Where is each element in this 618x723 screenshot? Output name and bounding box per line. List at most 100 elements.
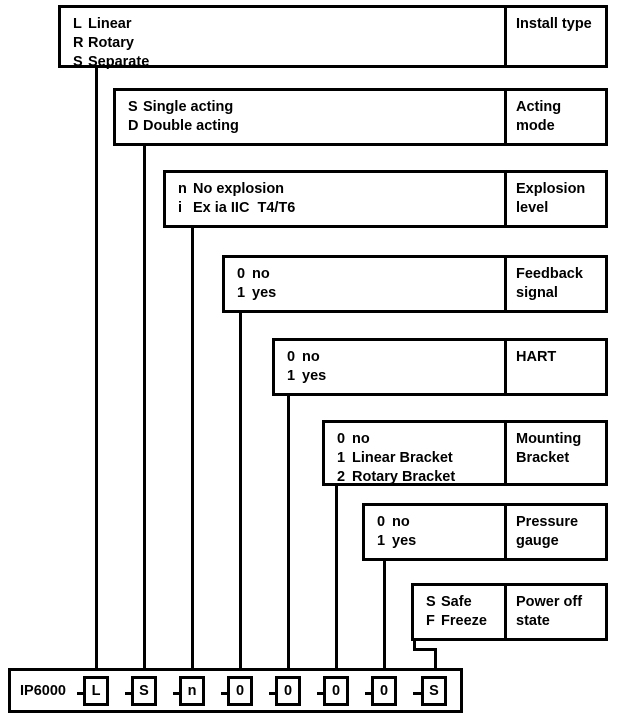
descriptor-install-type: Install type — [504, 8, 605, 65]
descriptor-line: Pressure — [516, 514, 579, 530]
descriptor-line: Bracket — [516, 450, 570, 466]
code-segment-explosion-level[interactable]: n — [179, 676, 205, 706]
code-separator — [125, 692, 136, 695]
descriptor-line: Mounting — [516, 431, 582, 447]
option-label: yes — [392, 533, 417, 549]
code-segment-hart[interactable]: 0 — [275, 676, 301, 706]
option-label: Double acting — [143, 118, 239, 134]
descriptor-line: gauge — [516, 533, 559, 549]
option-label: Separate — [88, 54, 150, 70]
descriptor-hart: HART — [504, 341, 605, 393]
option-item: 0 no — [377, 513, 504, 532]
option-row-power-off-state: S Safe F Freeze Power off state — [411, 583, 608, 641]
option-code: S — [73, 54, 83, 70]
descriptor-mounting-bracket: Mounting Bracket — [504, 423, 605, 483]
option-label: Single acting — [143, 99, 234, 115]
option-item: S Separate — [73, 53, 504, 72]
option-item: 1 yes — [377, 532, 504, 551]
option-label: no — [302, 349, 320, 365]
option-row-pressure-gauge: 0 no 1 yes Pressure gauge — [362, 503, 608, 561]
descriptor-line: mode — [516, 118, 555, 134]
option-item: S Safe — [426, 593, 504, 612]
descriptor-line: Explosion — [516, 181, 586, 197]
option-code: D — [128, 118, 139, 134]
option-list-feedback-signal: 0 no 1 yes — [225, 258, 504, 310]
option-item: 1 Linear Bracket — [337, 449, 504, 468]
option-label: no — [252, 266, 270, 282]
code-segment-mounting-bracket[interactable]: 0 — [323, 676, 349, 706]
option-code: 0 — [287, 349, 296, 365]
descriptor-feedback-signal: Feedback signal — [504, 258, 605, 310]
option-item: 1 yes — [237, 284, 504, 303]
option-code: 1 — [237, 285, 246, 301]
option-list-pressure-gauge: 0 no 1 yes — [365, 506, 504, 558]
option-item: 0 no — [237, 265, 504, 284]
code-separator — [317, 692, 328, 695]
option-code: 0 — [377, 514, 386, 530]
descriptor-line: Power off — [516, 594, 583, 610]
connector-line-pressure-gauge — [383, 558, 386, 671]
connector-line-feedback-signal — [239, 310, 242, 671]
option-label: Freeze — [441, 613, 487, 629]
connector-line-power-off-stub — [413, 638, 416, 651]
option-code: 1 — [287, 368, 296, 384]
connector-line-hart — [287, 393, 290, 671]
descriptor-line: Feedback — [516, 266, 583, 282]
option-code: 1 — [377, 533, 386, 549]
connector-line-power-off-state — [434, 648, 437, 671]
option-code: F — [426, 613, 435, 629]
code-prefix: IP6000 — [20, 683, 66, 699]
code-segment-power-off-state[interactable]: S — [421, 676, 447, 706]
option-code: n — [178, 181, 187, 197]
option-item: 0 no — [287, 348, 504, 367]
option-code: 1 — [337, 450, 346, 466]
code-segment-pressure-gauge[interactable]: 0 — [371, 676, 397, 706]
code-separator — [173, 692, 184, 695]
code-separator — [365, 692, 376, 695]
option-label: Safe — [441, 594, 472, 610]
option-item: F Freeze — [426, 612, 504, 631]
descriptor-pressure-gauge: Pressure gauge — [504, 506, 605, 558]
code-segment-acting-mode[interactable]: S — [131, 676, 157, 706]
connector-line-explosion-level — [191, 225, 194, 671]
connector-line-install-type — [95, 65, 98, 671]
option-label: Rotary — [88, 35, 134, 51]
descriptor-line: Acting — [516, 99, 562, 115]
option-code: 2 — [337, 469, 346, 485]
connector-line-acting-mode — [143, 143, 146, 671]
option-label: yes — [252, 285, 277, 301]
code-separator — [77, 692, 88, 695]
option-code: 0 — [237, 266, 246, 282]
option-code: R — [73, 35, 84, 51]
descriptor-line: level — [516, 200, 549, 216]
descriptor-line: state — [516, 613, 550, 629]
code-segment-feedback-signal[interactable]: 0 — [227, 676, 253, 706]
descriptor-line: Install type — [516, 16, 592, 32]
option-code: S — [426, 594, 436, 610]
option-label: no — [392, 514, 410, 530]
code-segment-install-type[interactable]: L — [83, 676, 109, 706]
option-code: L — [73, 16, 82, 32]
code-separator — [269, 692, 280, 695]
option-label: Ex ia IIC T4/T6 — [193, 200, 296, 216]
option-code: S — [128, 99, 138, 115]
option-label: Linear Bracket — [352, 450, 453, 466]
code-separator — [413, 692, 424, 695]
option-code: 0 — [337, 431, 346, 447]
code-separator — [221, 692, 232, 695]
descriptor-line: signal — [516, 285, 558, 301]
